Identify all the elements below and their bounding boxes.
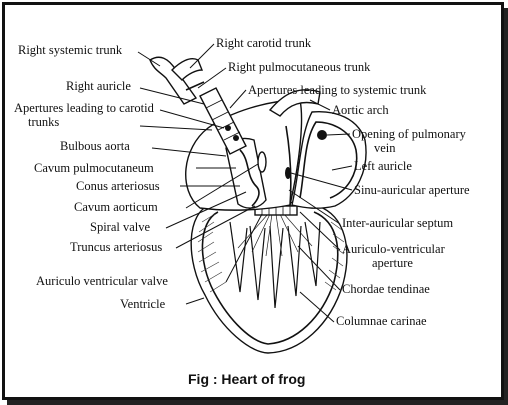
carotid-aperture-1 bbox=[225, 125, 231, 131]
pulmocutaneous-trunk-tube bbox=[185, 81, 205, 91]
label-right-systemic-trunk: Right systemic trunk bbox=[18, 43, 123, 57]
cavum-aorticum-mark bbox=[257, 151, 267, 173]
label-sinu-auricular: Sinu-auricular aperture bbox=[354, 183, 470, 197]
carotid-aperture-2 bbox=[233, 135, 239, 141]
label-ventricle: Ventricle bbox=[120, 297, 166, 311]
label-right-auricle: Right auricle bbox=[66, 79, 131, 93]
left-auricle-inner bbox=[299, 121, 358, 199]
ventricle-outline bbox=[190, 200, 348, 354]
label-right-pulmocutaneous-trunk: Right pulmocutaneous trunk bbox=[228, 60, 371, 74]
label-columnae-carinae: Columnae carinae bbox=[336, 314, 427, 328]
label-av-aperture-1: Auriculo-ventricular bbox=[342, 242, 446, 256]
label-aortic-arch: Aortic arch bbox=[332, 103, 389, 117]
label-inter-auricular: Inter-auricular septum bbox=[342, 216, 453, 230]
leader-lines bbox=[137, 43, 353, 323]
label-opening-pulmonary-2: vein bbox=[374, 141, 396, 155]
ventricle-inner-wall bbox=[201, 211, 339, 345]
label-truncus-arteriosus: Truncus arteriosus bbox=[70, 240, 162, 254]
label-cavum-pulmocutaneum: Cavum pulmocutaneum bbox=[34, 161, 154, 175]
spiral-valve-line bbox=[239, 149, 260, 207]
ventricle-wall-hatching bbox=[197, 213, 345, 293]
label-right-carotid-trunk: Right carotid trunk bbox=[216, 36, 312, 50]
label-spiral-valve: Spiral valve bbox=[90, 220, 151, 234]
label-chordae-tendinae: Chordae tendinae bbox=[342, 282, 430, 296]
label-av-aperture-2: aperture bbox=[372, 256, 413, 270]
pulmonary-vein-opening bbox=[317, 130, 327, 140]
label-conus-arteriosus: Conus arteriosus bbox=[76, 179, 160, 193]
columnae-carinae bbox=[229, 221, 321, 309]
sinu-auricular-aperture-mark bbox=[285, 167, 291, 179]
label-cavum-aorticum: Cavum aorticum bbox=[74, 200, 158, 214]
label-apertures-carotid-2: trunks bbox=[28, 115, 59, 129]
label-opening-pulmonary-1: Opening of pulmonary bbox=[352, 127, 467, 141]
figure-caption: Fig : Heart of frog bbox=[188, 371, 305, 387]
inter-auricular-septum bbox=[285, 125, 292, 207]
label-apertures-carotid-1: Apertures leading to carotid bbox=[14, 101, 155, 115]
label-bulbous-aorta: Bulbous aorta bbox=[60, 139, 130, 153]
label-apertures-systemic: Apertures leading to systemic trunk bbox=[248, 83, 427, 97]
label-auriculo-ventricular-valve: Auriculo ventricular valve bbox=[36, 274, 168, 288]
label-left-auricle: Left auricle bbox=[354, 159, 412, 173]
